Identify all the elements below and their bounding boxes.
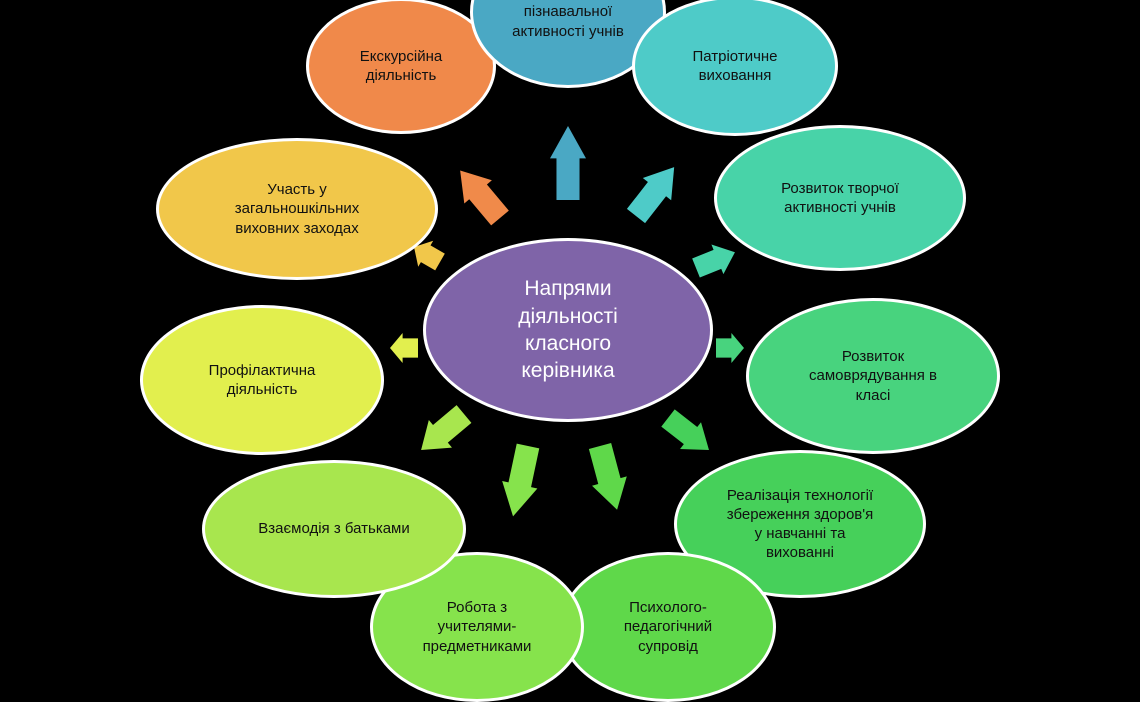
node-patriotic-education: Патріотичне виховання [632,0,838,136]
arrow-excursions [460,170,509,226]
arrow-school-events [414,240,445,271]
center-node: Напрями діяльності класного керівника [423,238,713,422]
node-prevention: Профілактична діяльність [140,305,384,455]
center-node-label: Напрями діяльності класного керівника [518,277,618,383]
node-psych-support-label: Психолого- педагогічний супровід [623,599,713,655]
node-cognitive-activity-label: Розвиток пізнавальної активності учнів [512,0,624,40]
diagram: Екскурсійна діяльність Розвиток пізнавал… [140,0,1000,702]
arrow-creative-activity [692,244,735,278]
arrows-layer [390,126,744,517]
node-creative-activity: Розвиток творчої активності учнів [714,125,966,271]
node-parents-interaction: Взаємодія з батьками [202,460,466,598]
arrow-psych-support [588,443,627,510]
node-creative-activity-label: Розвиток творчої активності учнів [781,179,899,216]
node-self-government: Розвиток самоврядування в класі [746,298,1000,454]
arrow-cognitive-activity [550,126,586,200]
arrow-prevention [390,333,418,363]
node-excursions-label: Екскурсійна діяльність [359,47,443,84]
node-health-technology-label: Реалізація технології збереження здоров'… [726,486,874,562]
arrow-work-with-teachers [502,443,540,517]
node-excursions: Екскурсійна діяльність [306,0,496,134]
node-work-with-teachers-label: Робота з учителями- предметниками [422,599,532,655]
arrow-parents-interaction [421,405,472,450]
node-self-government-label: Розвиток самоврядування в класі [809,348,937,404]
node-parents-interaction-label: Взаємодія з батьками [258,520,410,538]
node-school-events: Участь у загальношкільних виховних заход… [156,138,438,280]
arrow-self-government [716,333,744,363]
arrow-health-technology [661,409,709,451]
arrow-patriotic-education [626,167,675,224]
node-prevention-label: Профілактична діяльність [208,361,316,398]
node-school-events-label: Участь у загальношкільних виховних заход… [234,181,360,237]
node-patriotic-education-label: Патріотичне виховання [692,47,778,84]
node-psych-support: Психолого- педагогічний супровід [560,552,776,702]
